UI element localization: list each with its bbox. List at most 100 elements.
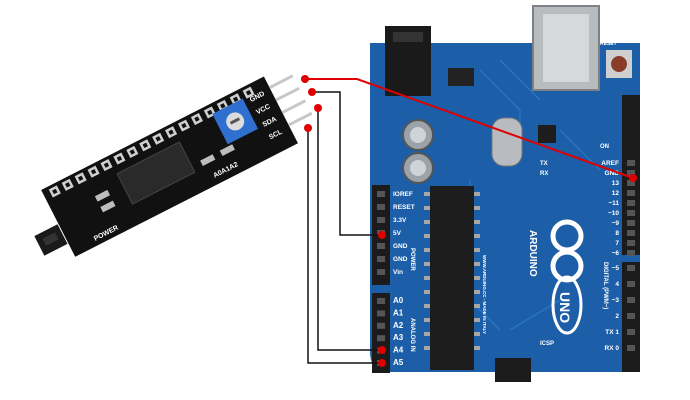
dot-i2c-vcc	[308, 88, 316, 96]
analog-pin-label: A5	[393, 358, 404, 367]
chip-legs	[424, 192, 480, 350]
digital-pin-socket	[627, 220, 635, 226]
rx-label: RX	[540, 171, 548, 177]
power-pin-socket	[377, 217, 385, 223]
wire-gnd	[305, 78, 634, 179]
analog-pin-socket	[377, 310, 385, 317]
dot-arduino-5v	[378, 231, 386, 239]
digital-pin-label: 12	[612, 190, 620, 197]
dot-arduino-a5	[378, 359, 386, 367]
on-led-label: ON	[600, 144, 609, 150]
digital-pin-socket	[627, 240, 635, 246]
digital-pin-socket	[627, 170, 635, 176]
digital-pin-socket	[627, 329, 635, 335]
wire-sda	[317, 108, 382, 351]
power-pin-label: 3.3V	[393, 217, 407, 224]
arduino-uno-board: ARDUINO UNO POWER ANALOG IN DIGITAL (PWM…	[370, 5, 640, 382]
made-in-text: WWW.ARDUINO.CC - MADE IN ITALY	[482, 255, 487, 334]
digital-pin-label: TX 1	[605, 329, 619, 336]
digital-pin-label: 13	[612, 180, 620, 187]
digital-pin-socket	[627, 313, 635, 319]
digital-pin-socket	[627, 210, 635, 216]
reset-label: RESET	[600, 41, 617, 47]
lcd-header-pin-hole	[77, 175, 84, 181]
lcd-header-pin-hole	[52, 188, 58, 195]
led-label: LED	[40, 214, 56, 227]
digital-pin-socket	[627, 230, 635, 236]
digital-pin-socket	[627, 180, 635, 186]
lcd-header-pin-hole	[90, 169, 97, 175]
arduino-brand-text: ARDUINO	[527, 230, 538, 277]
digital-pin-socket	[627, 297, 635, 303]
lcd-header-pin-hole	[207, 109, 213, 116]
lcd-header-pin-hole	[155, 136, 161, 142]
digital-pin-label: GND	[605, 170, 620, 177]
power-header-title: POWER	[409, 248, 415, 271]
lcd-header-pin-hole	[194, 116, 200, 122]
digital-pin-socket	[627, 200, 635, 206]
power-pin-socket	[377, 243, 385, 249]
analog-pin-socket	[377, 335, 385, 342]
lcd-header-pin-hole	[116, 155, 123, 162]
digital-pin-socket	[627, 160, 635, 166]
power-pin-label: RESET	[393, 204, 415, 211]
wire-scl	[307, 128, 382, 364]
digital-pin-labels: AREF GND 13 12 ~11 ~10 ~9 8 7 ~6 ~5 4 ~3 2 TX 1 RX 0	[601, 160, 635, 352]
digital-pin-label: 7	[615, 240, 619, 247]
dot-i2c-sda	[314, 104, 322, 112]
digital-pin-label: RX 0	[605, 345, 620, 352]
analog-pin-socket	[377, 298, 385, 304]
lcd-header-pin-hole	[168, 129, 174, 135]
dot-arduino-gnd	[629, 174, 637, 182]
digital-pin-label: 2	[615, 313, 619, 320]
analog-pin-label: A4	[393, 346, 404, 355]
lcd-header-pin-hole	[181, 122, 187, 129]
uno-model-text: UNO	[557, 292, 573, 323]
crystal	[491, 117, 523, 167]
lcd-header-pin-hole	[245, 90, 252, 96]
digital-pin-label: 8	[615, 230, 619, 237]
uno-oval	[551, 275, 583, 335]
lcd-header-pin-hole	[220, 103, 226, 109]
wire-vcc	[312, 91, 382, 236]
power-pin-socket	[377, 191, 385, 197]
digital-pin-label: ~9	[612, 220, 620, 227]
digital-header-title: DIGITAL (PWM~)	[602, 262, 608, 309]
regulator	[448, 68, 474, 86]
digital-pin-label: ~6	[612, 250, 620, 257]
analog-header	[372, 293, 390, 373]
digital-pin-label: ~10	[608, 210, 619, 217]
analog-header-title: ANALOG IN	[409, 318, 415, 352]
pcf8574-chip	[116, 141, 196, 205]
analog-pin-label: A3	[393, 333, 404, 342]
digital-pin-label: ~5	[612, 265, 620, 272]
dot-i2c-scl	[304, 124, 312, 132]
lcd-header-pin-hole	[129, 149, 136, 155]
digital-pin-label: ~3	[612, 297, 620, 304]
power-pin-socket	[377, 204, 385, 210]
digital-pin-label: ~11	[608, 200, 619, 207]
digital-pin-label: 4	[615, 281, 619, 288]
dot-i2c-gnd	[301, 75, 309, 83]
lcd-header-pin-hole	[142, 142, 148, 149]
arduino-logo	[550, 219, 584, 283]
i2c-header-pins	[268, 74, 313, 127]
power-pin-label: IOREF	[393, 191, 413, 198]
smd-components	[94, 144, 235, 213]
digital-pin-socket	[627, 250, 635, 256]
digital-pin-socket	[627, 281, 635, 287]
analog-pin-label: A2	[393, 321, 404, 330]
power-pin-label: GND	[393, 256, 408, 263]
power-pin-socket	[377, 269, 385, 275]
lcd-header-pin-hole	[103, 162, 110, 168]
analog-pin-label: A1	[393, 308, 404, 317]
digital-pin-label: AREF	[601, 160, 619, 167]
icsp-label: ICSP	[540, 341, 554, 347]
power-pin-label: GND	[393, 243, 408, 250]
digital-pin-socket	[627, 345, 635, 351]
digital-pin-socket	[627, 190, 635, 196]
lcd-header-pins	[48, 86, 255, 198]
atmega-chip	[430, 186, 474, 370]
analog-pin-socket	[377, 322, 385, 329]
